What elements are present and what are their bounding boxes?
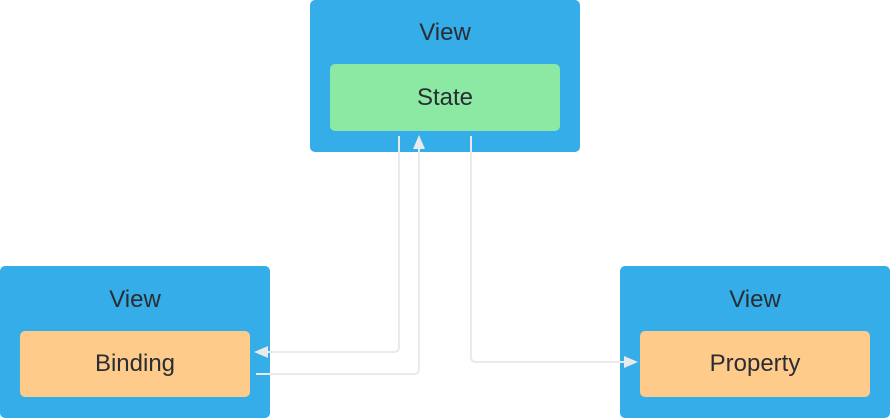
state-to-binding-connector [266, 136, 400, 353]
binding-to-state-connector [256, 146, 420, 375]
right-view-title: View [729, 286, 781, 313]
right-view-container: View Property [620, 266, 890, 418]
top-view-title: View [419, 19, 471, 46]
top-view-container: View State [310, 0, 580, 152]
left-view-container: View Binding [0, 266, 270, 418]
property-box: Property [640, 331, 870, 397]
left-view-title: View [109, 286, 161, 313]
state-to-property-connector [470, 136, 626, 363]
state-box: State [330, 64, 560, 131]
binding-box: Binding [20, 331, 250, 397]
